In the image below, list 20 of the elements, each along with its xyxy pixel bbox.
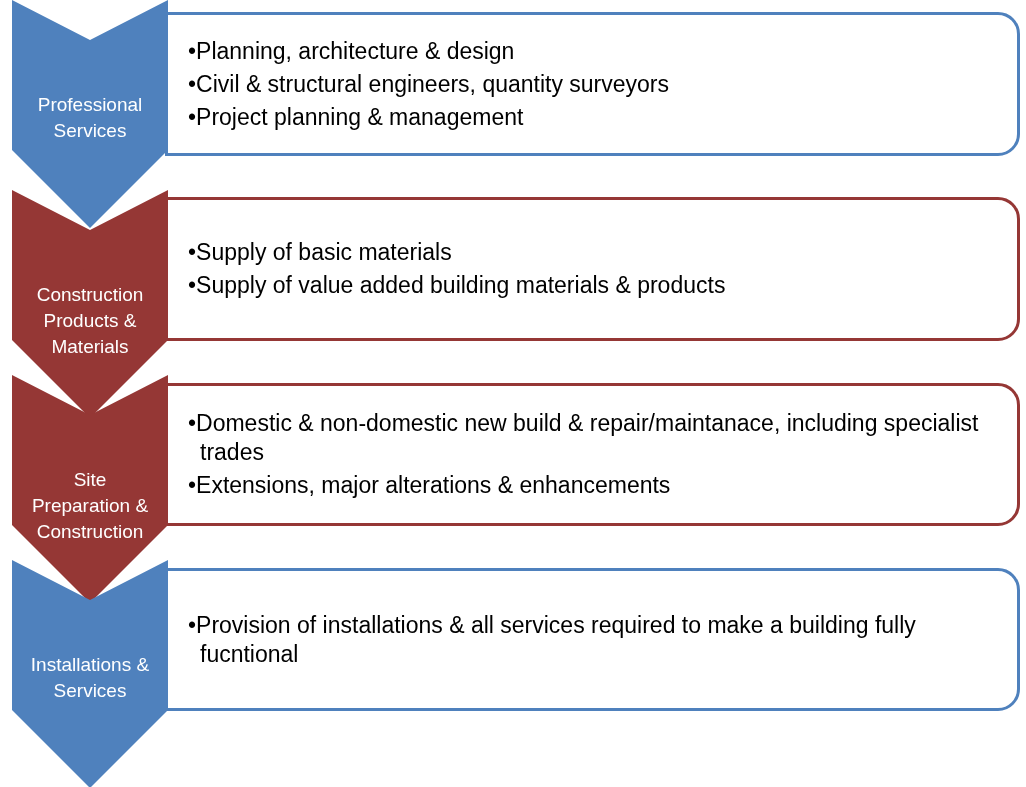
stage-label: Construction Products & Materials	[35, 283, 145, 359]
stage-label: Installations & Services	[29, 653, 151, 703]
content-box	[165, 12, 1020, 156]
bullet-item: •Provision of installations & all services required to make a building fully fucntional	[188, 610, 917, 669]
chevron-shape	[12, 560, 168, 787]
bullet-item: •Supply of basic materials	[188, 238, 453, 267]
content-box	[165, 383, 1020, 526]
bullet-item: •Domestic & non-domestic new build & repair/maintanace, including specialist trades	[188, 409, 980, 467]
chevron-shape	[12, 0, 168, 228]
content-box	[165, 568, 1020, 711]
stage-label: Site Preparation & Construction	[30, 468, 150, 544]
bullet-item: •Planning, architecture & design	[188, 36, 516, 66]
bullet-item: •Project planning & management	[188, 102, 525, 132]
stage-label: Professional Services	[36, 93, 144, 143]
bullet-item: •Supply of value added building materials & products	[188, 271, 726, 300]
bullet-item: •Extensions, major alterations & enhancements	[188, 471, 672, 500]
bullet-item: •Civil & structural engineers, quantity surveyors	[188, 69, 670, 99]
chevron-shape	[12, 190, 168, 418]
content-box	[165, 197, 1020, 341]
chevron-shape	[12, 375, 168, 603]
